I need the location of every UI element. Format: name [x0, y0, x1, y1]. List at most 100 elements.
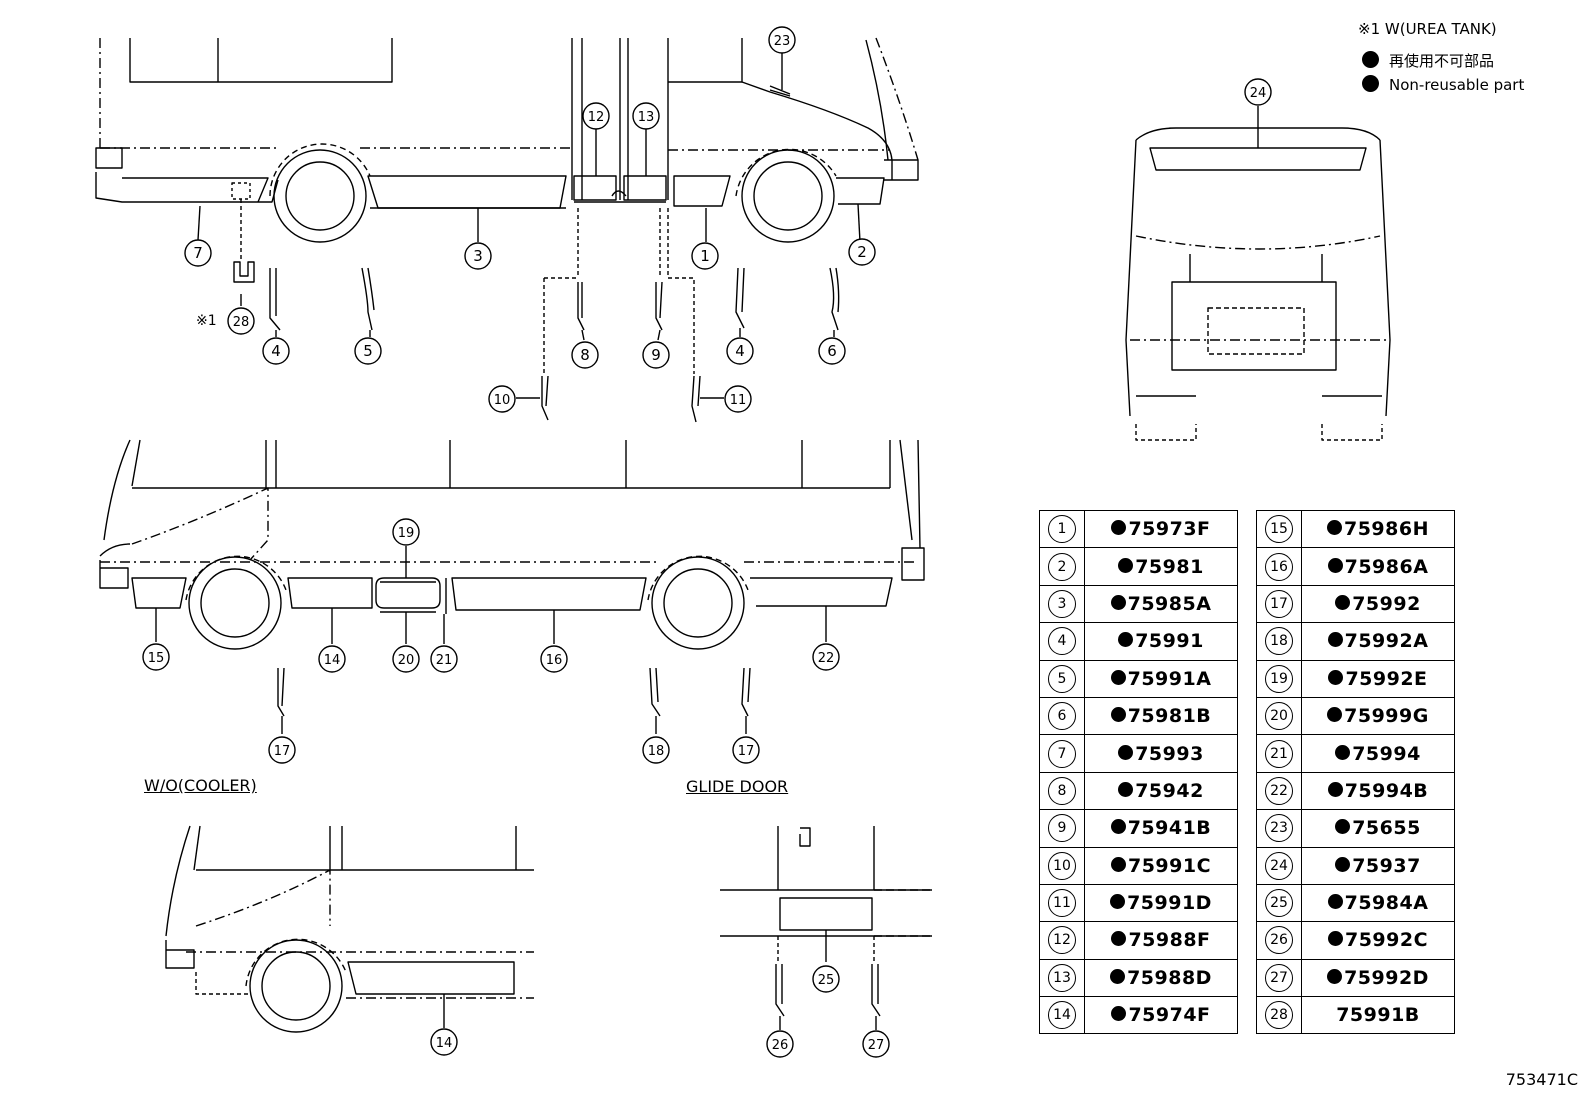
callout-number: 27: [868, 1038, 885, 1053]
diagram-code: 753471C: [1505, 1070, 1578, 1089]
part-number-text: 75992D: [1344, 966, 1429, 989]
parts-row-part: 75994: [1301, 734, 1455, 773]
part-number-text: 75974F: [1128, 1004, 1211, 1027]
parts-row-number: 16: [1256, 547, 1302, 586]
parts-row-part: 75992D: [1301, 958, 1455, 998]
non-reusable-dot-icon: [1327, 968, 1343, 984]
part-number-circle: 8: [1048, 776, 1076, 805]
part-number-circle: 28: [1265, 1001, 1293, 1030]
bus-rear-view: [1125, 106, 1391, 441]
parts-row-part: 75992C: [1301, 921, 1455, 960]
non-reusable-dot-icon: [1110, 669, 1126, 685]
callout-circle: [184, 239, 212, 267]
part-number-text: 75985A: [1127, 592, 1212, 615]
callout-circle: [354, 337, 382, 365]
part-number-text: 75655: [1352, 817, 1421, 840]
callout-9: 9: [642, 341, 670, 369]
parts-row-part: 75986H: [1301, 509, 1455, 549]
callout-10: 10: [488, 385, 516, 413]
callout-circle: [724, 385, 752, 413]
wo-cooler-view: [165, 825, 534, 1033]
parts-row-part: 75981: [1084, 547, 1238, 586]
non-reusable-dot-icon: [1327, 632, 1343, 648]
non-reusable-dot-icon: [1111, 520, 1127, 536]
callout-23: 23: [768, 26, 796, 54]
part-number-text: 75991: [1135, 630, 1204, 653]
callout-circle: [691, 242, 719, 270]
parts-row-number: 8: [1039, 771, 1085, 811]
callout-circle: [227, 307, 255, 335]
non-reusable-dot-icon: [1110, 856, 1126, 872]
part-number-circle: 12: [1048, 926, 1076, 955]
legend-ja-label: 再使用不可部品: [1389, 52, 1495, 70]
part-number-text: 75981: [1135, 555, 1204, 578]
part-number-circle: 9: [1048, 814, 1076, 843]
callout-circle: [464, 242, 492, 270]
callout-5: 5: [354, 337, 382, 365]
callout-number: 4: [735, 342, 745, 360]
parts-row-number: 5: [1039, 659, 1085, 698]
legend-non-reusable-en: Non-reusable part: [1362, 75, 1524, 94]
bus-left-side-view: [99, 439, 925, 734]
parts-row-part: 75981B: [1084, 696, 1238, 736]
callout-number: 7: [193, 244, 203, 262]
callout-number: 24: [1250, 86, 1267, 101]
callout-number: 5: [363, 342, 373, 360]
part-number-circle: 24: [1265, 851, 1293, 880]
callout-circle: [812, 965, 840, 993]
non-reusable-dot-icon: [1335, 594, 1351, 610]
parts-row-part: 75993: [1084, 734, 1238, 773]
callout-17: 17: [268, 736, 296, 764]
part-number-circle: 22: [1265, 776, 1293, 805]
parts-row-number: 23: [1256, 809, 1302, 848]
part-number-text: 75993: [1135, 742, 1204, 765]
parts-row-number: 15: [1256, 509, 1302, 549]
callout-number: 17: [274, 744, 291, 759]
parts-row-number: 22: [1256, 771, 1302, 811]
callout-17-rear: 17: [732, 736, 760, 764]
callout-number: 23: [774, 34, 791, 49]
part-number-circle: 2: [1048, 552, 1076, 581]
parts-row-number: 14: [1039, 996, 1085, 1035]
parts-row-number: 21: [1256, 734, 1302, 773]
parts-row-number: 25: [1256, 883, 1302, 923]
callout-number: 28: [233, 315, 250, 330]
callout-circle: [571, 341, 599, 369]
callout-number: 19: [398, 526, 415, 541]
callout-number: 14: [324, 653, 341, 668]
non-reusable-dot-icon: [1110, 894, 1126, 910]
callout-circle: [818, 337, 846, 365]
callout-number: 1: [700, 247, 710, 265]
callout-8: 8: [571, 341, 599, 369]
callout-circle: [732, 736, 760, 764]
parts-row-part: 75991C: [1084, 846, 1238, 885]
part-number-circle: 20: [1265, 702, 1293, 731]
parts-row-number: 20: [1256, 696, 1302, 736]
callout-13: 13: [632, 102, 660, 130]
callout-16: 16: [540, 645, 568, 673]
parts-row-number: 3: [1039, 584, 1085, 624]
parts-row-number: 2: [1039, 547, 1085, 586]
bus-right-side-view: [95, 37, 919, 423]
callout-circle: [862, 1030, 890, 1058]
callout-20: 20: [392, 645, 420, 673]
callout-circle: [768, 26, 796, 54]
part-number-circle: 1: [1048, 515, 1076, 544]
part-number-text: 75999G: [1344, 705, 1429, 728]
parts-row-number: 10: [1039, 846, 1085, 885]
parts-row-number: 24: [1256, 846, 1302, 885]
part-number-circle: 18: [1265, 627, 1293, 656]
callout-number: 13: [638, 110, 655, 125]
callout-6: 6: [818, 337, 846, 365]
